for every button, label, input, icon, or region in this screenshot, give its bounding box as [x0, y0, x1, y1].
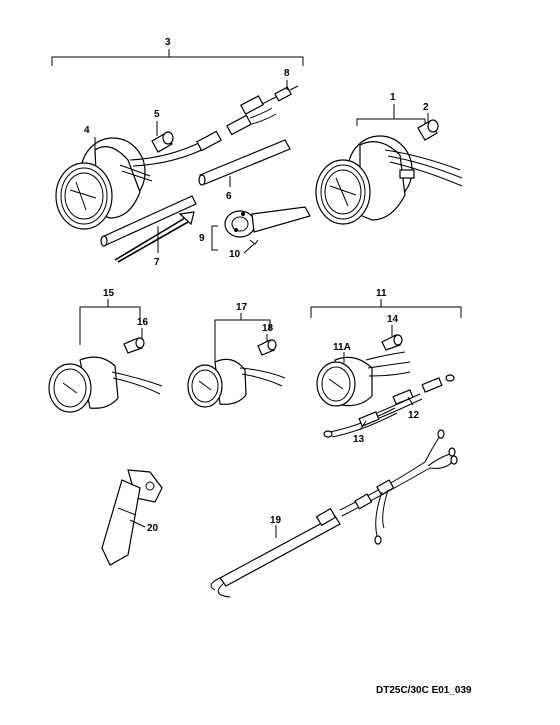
- bulb-part-2: [417, 119, 439, 141]
- harness-connectors: [196, 85, 299, 152]
- callout-7: 7: [154, 257, 160, 268]
- gauge-part-4: [55, 137, 211, 230]
- callout-11a: 11A: [333, 342, 351, 353]
- bulb-part-18: [257, 339, 277, 356]
- group-11-bracket: [310, 299, 462, 318]
- callout-1: 1: [390, 92, 396, 103]
- callout-10: 10: [229, 249, 241, 260]
- callout-9: 9: [199, 233, 205, 244]
- callout-19: 19: [270, 515, 282, 526]
- callout-11: 11: [376, 288, 387, 299]
- rod-part-7: [100, 195, 197, 263]
- callout-4: 4: [84, 125, 90, 136]
- drawing-code: DT25C/30C E01_039: [376, 685, 472, 696]
- bulb-part-16: [123, 337, 145, 354]
- group-1-bracket: [356, 104, 426, 126]
- callout-18: 18: [262, 323, 274, 334]
- callout-13: 13: [353, 434, 365, 445]
- callout-5: 5: [154, 109, 160, 120]
- callout-labels: 3 8 5 4 1 2 6 7 9 10 15 16 17 18 11 14 1…: [84, 37, 429, 534]
- group-17-bracket: [214, 313, 271, 363]
- gauge-part-15: [48, 356, 163, 413]
- harness-part-19: [210, 429, 458, 598]
- group-3-bracket: [51, 49, 304, 66]
- callout-3: 3: [165, 37, 171, 48]
- callout-16: 16: [137, 317, 149, 328]
- handle-part-20: [101, 469, 163, 566]
- callout-14: 14: [387, 314, 399, 325]
- gauge-part-1: [315, 135, 463, 225]
- bulb-part-5: [151, 131, 174, 153]
- callout-8: 8: [284, 68, 290, 79]
- gauge-part-17: [187, 358, 286, 408]
- callout-20: 20: [147, 523, 159, 534]
- gauge-part-11a: [316, 351, 411, 407]
- callout-2: 2: [423, 102, 429, 113]
- callout-15: 15: [103, 288, 115, 299]
- group-15-bracket: [79, 299, 141, 345]
- leader-lines: [94, 80, 429, 538]
- callout-12: 12: [408, 410, 420, 421]
- cable-part-13: [323, 407, 398, 438]
- tube-part-6: [198, 139, 291, 186]
- callout-17: 17: [236, 302, 248, 313]
- bulb-part-14: [381, 334, 403, 351]
- holder-part-9: [211, 206, 311, 251]
- callout-6: 6: [226, 191, 232, 202]
